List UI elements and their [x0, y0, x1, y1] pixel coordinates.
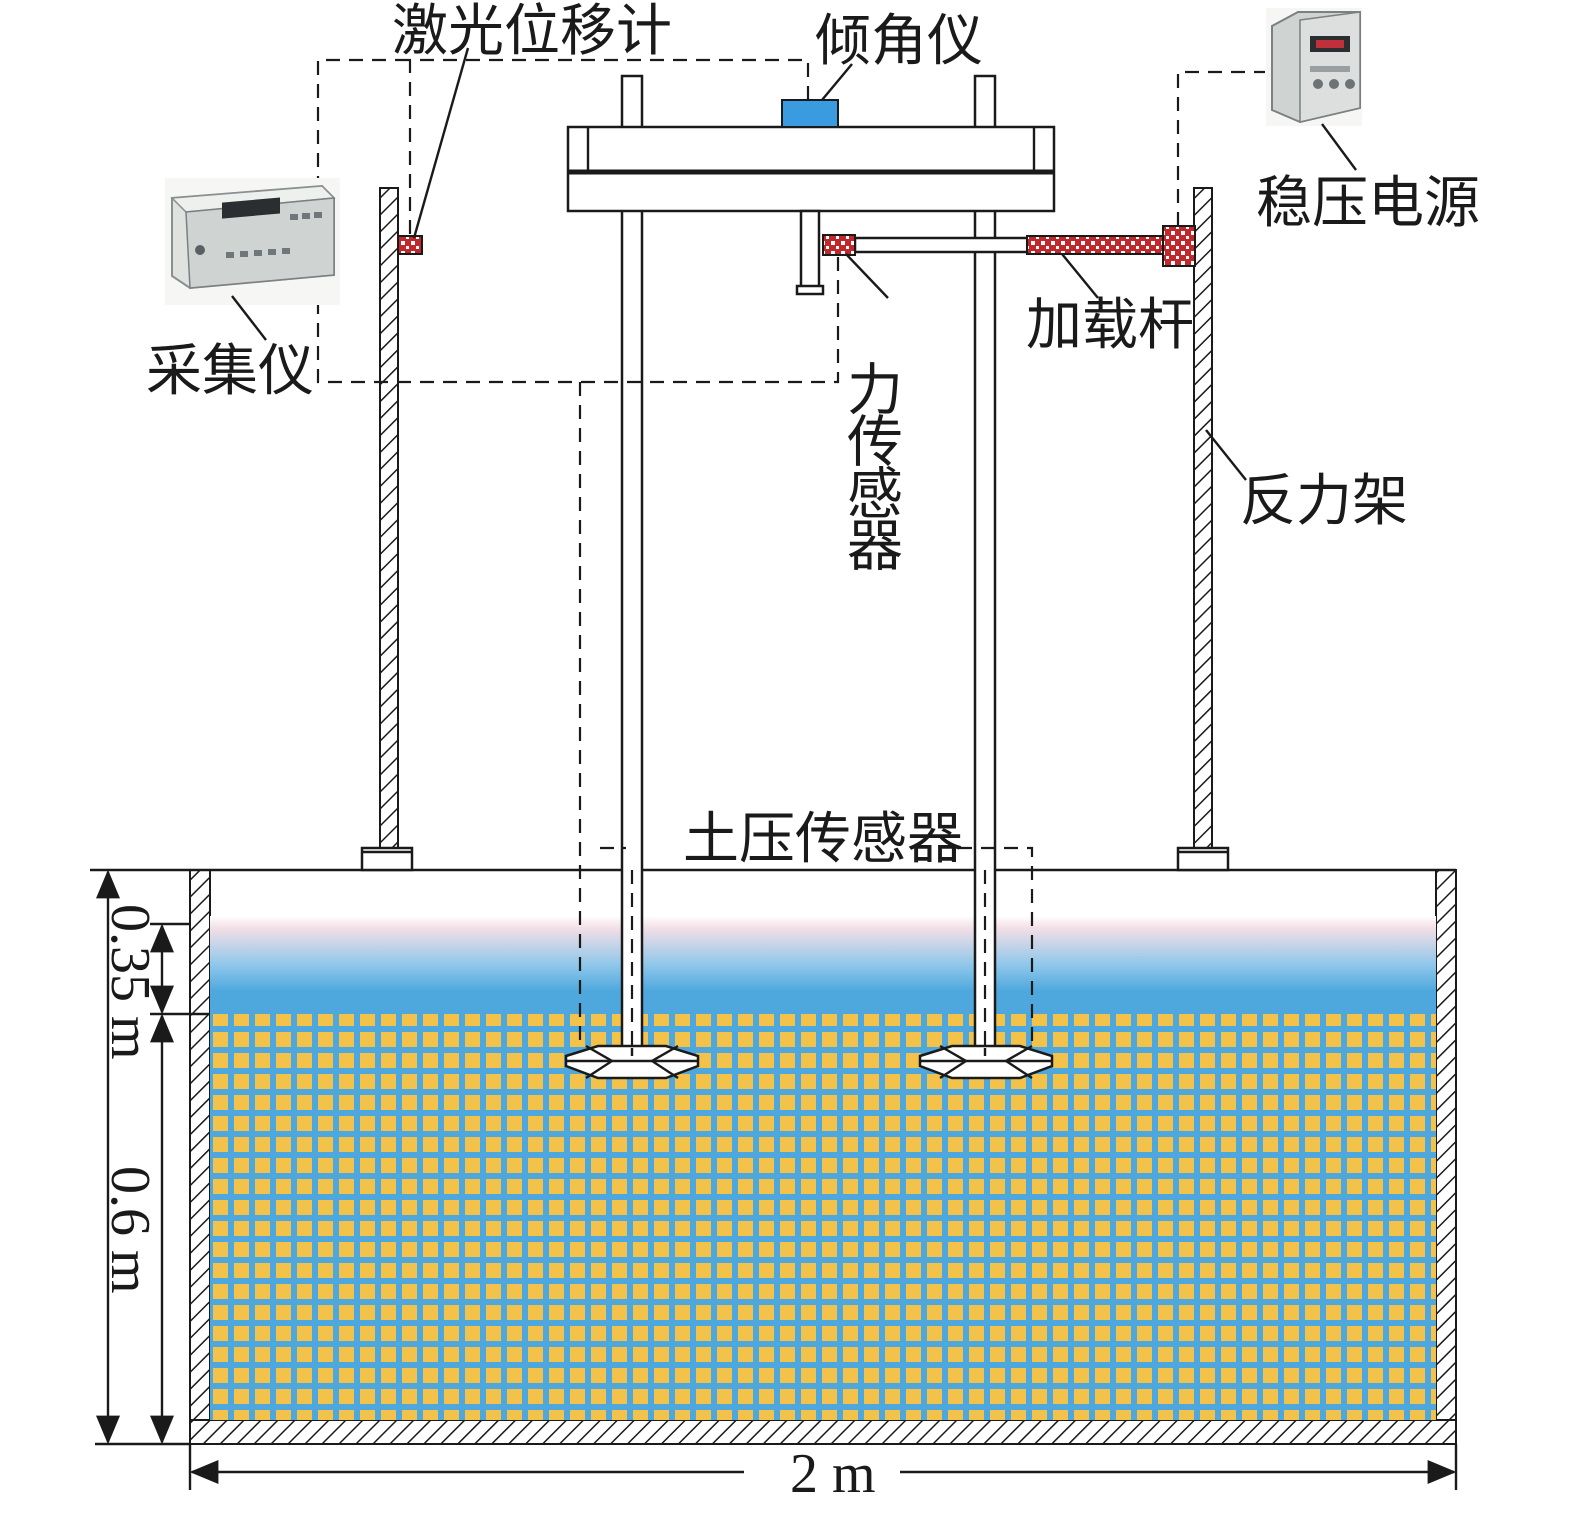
loading-rod-link [853, 236, 1031, 254]
regulated-power-supply-icon [1266, 8, 1362, 126]
inclinometer-body [781, 99, 839, 128]
footings [564, 1044, 1054, 1080]
power-supply-leader [1321, 123, 1357, 171]
reaction-frame-label: 反力架 [1240, 469, 1408, 534]
regulated-power-supply-label: 稳压电源 [1256, 171, 1480, 236]
reaction-frame [360, 187, 1230, 872]
water-depth-label: 0.35 m [99, 904, 161, 1060]
reaction-frame-right-column [1193, 187, 1213, 851]
force-sensor-label: 力传感器 [838, 360, 903, 571]
loading-beam-assembly [397, 74, 1196, 1050]
signal-wires [316, 58, 1265, 1048]
laser-displacement-meter-label: 激光位移计 [392, 0, 672, 64]
footing-right [918, 1044, 1054, 1080]
soil-depth-label: 0.6 m [99, 1166, 161, 1294]
reaction-frame-left-column [379, 187, 399, 851]
test-tank [189, 868, 1457, 1445]
soil-layer [210, 1014, 1436, 1420]
reaction-frame-left-base [360, 846, 414, 872]
tank-right-wall [1435, 869, 1457, 1445]
loading-rod-label: 加载杆 [1026, 293, 1194, 358]
reaction-frame-right-base [1176, 846, 1230, 872]
laser-meter-leader [412, 47, 470, 239]
force-sensor-body [822, 234, 856, 256]
footing-left [564, 1044, 700, 1080]
acquisition-instrument-leader [231, 295, 267, 341]
laser-displacement-meter-body [397, 235, 423, 255]
loading-rod-leader [1061, 253, 1099, 299]
loading-rod-body [1026, 235, 1166, 255]
acquisition-instrument-label: 采集仪 [146, 339, 314, 404]
tank-left-wall [189, 869, 211, 1445]
tank-width-label: 2 m [790, 1443, 876, 1505]
water-layer [210, 916, 1436, 1016]
earth-pressure-sensor-label: 土压传感器 [683, 807, 963, 872]
acquisition-instrument-icon [165, 178, 340, 305]
inclinometer-leader [821, 63, 853, 101]
dimension-lines [90, 868, 1458, 1490]
tank-bottom [189, 1419, 1457, 1445]
inclinometer-label: 倾角仪 [815, 9, 983, 74]
force-sensor-bracket [799, 209, 821, 289]
loading-beam [566, 125, 1056, 213]
force-sensor-leader [845, 253, 889, 299]
reaction-frame-leader [1205, 429, 1247, 481]
loading-rod-end-block [1162, 225, 1196, 267]
